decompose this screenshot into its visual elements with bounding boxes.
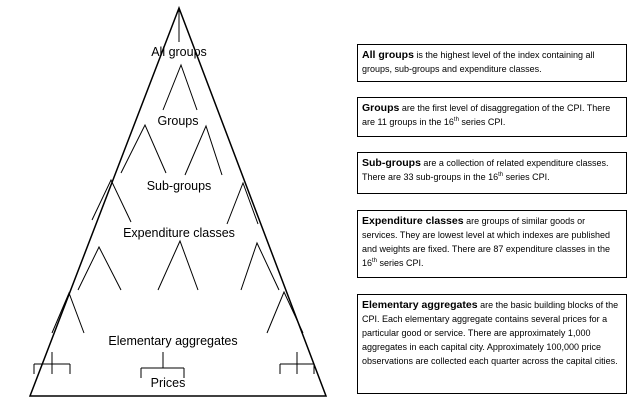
series-ordinal: th: [372, 258, 378, 264]
branch-caret: [51, 291, 85, 334]
branch-caret: [184, 124, 223, 176]
level-label-elementary-aggregates: Elementary aggregates: [108, 334, 237, 348]
branch-caret: [77, 245, 122, 291]
level-label-groups: Groups: [158, 114, 199, 128]
description-box-sub-groups: Sub-groups are a collection of related e…: [357, 152, 627, 194]
series-number: 16: [362, 258, 373, 268]
description-tail: series CPI.: [503, 172, 550, 182]
term-all-groups: All groups: [362, 49, 414, 61]
level-label-all-groups: All groups: [151, 45, 207, 59]
pyramid-outline: [28, 5, 328, 397]
branch-caret: [162, 63, 198, 111]
level-label-expenditure-classes: Expenditure classes: [123, 226, 235, 240]
price-bracket-center: [140, 352, 185, 378]
price-bracket-left: [33, 352, 71, 374]
description-box-all-groups: All groups is the highest level of the i…: [357, 44, 627, 82]
series-ordinal: th: [453, 117, 459, 123]
branch-lines: [51, 63, 304, 334]
description-tail: series CPI.: [377, 258, 424, 268]
branch-caret: [226, 181, 259, 225]
description-all-groups: is the highest level of the index contai…: [362, 50, 595, 74]
description-groups: are the first level of disaggregation of…: [362, 103, 611, 127]
price-bracket-right: [279, 352, 315, 374]
branch-caret: [266, 290, 304, 334]
level-label-prices: Prices: [151, 376, 186, 390]
level-label-sub-groups: Sub-groups: [147, 179, 212, 193]
term-sub-groups: Sub-groups: [362, 157, 421, 169]
description-box-groups: Groups are the first level of disaggrega…: [357, 97, 627, 137]
branch-caret: [240, 241, 280, 291]
description-box-elementary-aggregates: Elementary aggregates are the basic buil…: [357, 294, 627, 394]
series-ordinal: th: [498, 172, 504, 178]
series-number: 16: [488, 172, 499, 182]
term-expenditure-classes: Expenditure classes: [362, 215, 464, 227]
branch-caret: [157, 239, 199, 291]
description-expenditure-classes: are groups of similar goods or services.…: [362, 216, 610, 254]
price-brackets: [33, 352, 315, 378]
description-elementary-aggregates: are the basic building blocks of the CPI…: [362, 300, 619, 366]
description-tail: series CPI.: [458, 117, 506, 127]
branch-caret: [120, 123, 167, 174]
description-sub-groups: are a collection of related expenditure …: [362, 158, 609, 182]
description-box-expenditure-classes: Expenditure classes are groups of simila…: [357, 210, 627, 278]
branch-caret: [91, 178, 132, 223]
term-groups: Groups: [362, 102, 400, 114]
series-number: 16: [443, 117, 454, 127]
term-elementary-aggregates: Elementary aggregates: [362, 299, 478, 311]
